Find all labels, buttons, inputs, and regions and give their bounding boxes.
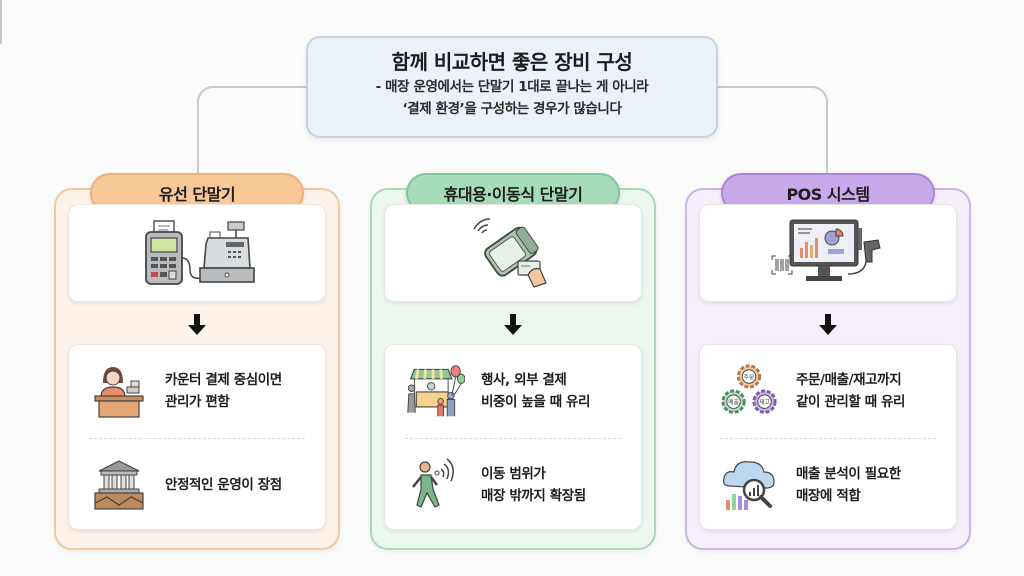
- info-text-line: 매장 밖까지 확장됨: [481, 488, 586, 504]
- info-item: 주문 매출 재고 주문/매출/재고까지 같이 관리할 때 유: [700, 345, 956, 437]
- page-title: 함께 비교하면 좋은 장비 구성: [391, 50, 633, 74]
- header-box: 함께 비교하면 좋은 장비 구성 - 매장 운영에서는 단말기 1대로 끝나는 …: [306, 36, 718, 138]
- info-text-line: 관리가 편함: [165, 394, 230, 410]
- connector-middle: [0, 0, 2, 44]
- info-text-line: 매장에 적합: [796, 488, 861, 504]
- cloud-analytics-magnifier-icon: [723, 461, 775, 510]
- arrow-down-icon: [188, 314, 206, 335]
- info-item: 행사, 외부 결제 비중이 높을 때 유리: [385, 345, 641, 437]
- info-card: 주문 매출 재고 주문/매출/재고까지 같이 관리할 때 유: [699, 344, 957, 530]
- info-text-line: 카운터 결제 중심이면: [165, 372, 282, 388]
- arrow-down-icon: [504, 314, 522, 335]
- info-text-line: 이동 범위가: [481, 466, 546, 482]
- bank-building-icon: [94, 460, 144, 510]
- info-text-line: 같이 관리할 때 유리: [796, 394, 906, 410]
- svg-text:재고: 재고: [759, 398, 770, 406]
- cashier-counter-icon: [94, 367, 144, 418]
- connector-right: [716, 86, 828, 188]
- device-card: [68, 204, 326, 302]
- column-portable-terminal: 휴대용·이동식 단말기: [370, 173, 656, 550]
- info-item: 안정적인 운영이 장점: [69, 439, 325, 531]
- info-item: 이동 범위가 매장 밖까지 확장됨: [385, 439, 641, 531]
- device-card: [384, 204, 642, 302]
- info-text-line: 비중이 높을 때 유리: [481, 394, 591, 410]
- info-text-line: 주문/매출/재고까지: [796, 372, 902, 388]
- divider: [89, 438, 305, 439]
- info-card: 카운터 결제 중심이면 관리가 편함 안정적인 운영이 장점: [68, 344, 326, 530]
- column-wired-terminal: 유선 단말기: [54, 173, 340, 550]
- subtitle-line-2: ‘결제 환경’을 구성하는 경우가 많습니다: [402, 101, 622, 117]
- wired-terminal-register-icon: [145, 220, 255, 285]
- pos-monitor-scanner-icon: [771, 219, 881, 281]
- divider: [720, 438, 936, 439]
- info-card: 행사, 외부 결제 비중이 높을 때 유리 이동 범위가 매장 밖까지 확장: [384, 344, 642, 530]
- info-item: 카운터 결제 중심이면 관리가 편함: [69, 345, 325, 437]
- subtitle-line-1: - 매장 운영에서는 단말기 1대로 끝나는 게 아니라: [375, 79, 649, 95]
- connector-left: [197, 86, 307, 182]
- divider: [405, 438, 621, 439]
- column-pos-system: POS 시스템 주문: [685, 173, 971, 550]
- portable-nfc-terminal-icon: [473, 218, 547, 288]
- device-card: [699, 204, 957, 302]
- info-text-line: 매출 분석이 필요한: [796, 466, 901, 482]
- info-text-line: 행사, 외부 결제: [481, 372, 567, 388]
- info-item: 매출 분석이 필요한 매장에 적합: [700, 439, 956, 531]
- gears-order-sales-stock-icon: 주문 매출 재고: [721, 364, 777, 414]
- arrow-down-icon: [819, 314, 837, 335]
- market-stall-icon: [407, 365, 465, 417]
- walking-person-wireless-icon: [412, 458, 454, 508]
- svg-text:주문: 주문: [744, 374, 755, 381]
- info-text-line: 안정적인 운영이 장점: [165, 477, 282, 493]
- svg-text:매출: 매출: [728, 398, 739, 406]
